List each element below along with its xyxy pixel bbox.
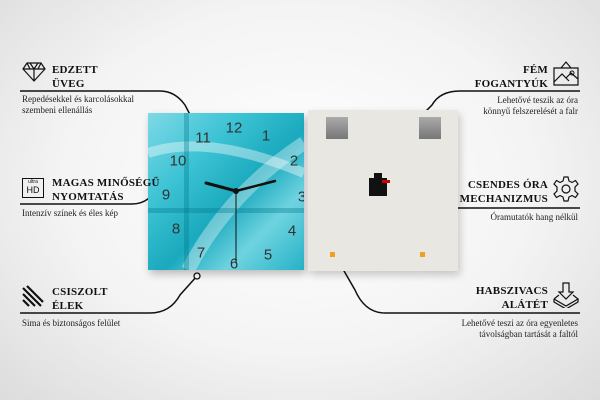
desc-line: távolságban tartását a faltól [479, 329, 578, 339]
desc-line: könnyű felszerelését a falr [483, 106, 578, 116]
clock-hands [204, 179, 277, 263]
feature-desc-edges: Sima és biztonságos felület [22, 318, 120, 329]
desc-line: Sima és biztonságos felület [22, 318, 121, 328]
metal-hanger [326, 117, 348, 139]
clock-mechanism [369, 173, 390, 196]
foam-pad-icon [553, 282, 579, 308]
clock-number: 3 [297, 188, 304, 206]
title-line: MAGAS MINŐSÉGŰ [52, 177, 160, 189]
feather-pattern [148, 113, 304, 270]
feature-title-mechanism: CSENDES ÓRA MECHANIZMUS [460, 178, 548, 206]
picture-hanger-icon [553, 60, 579, 86]
feature-desc-foam: Lehetővé teszi az óra egyenletes távolsá… [462, 318, 578, 340]
title-line: FÉM [522, 64, 548, 76]
title-line: ÉLEK [52, 300, 84, 312]
feature-title-foam: HABSZIVACS ALÁTÉT [476, 284, 548, 312]
feature-desc-tempered-glass: Repedésekkel és karcolásokkal szembeni e… [22, 94, 134, 116]
clock-number: 5 [263, 246, 273, 264]
foam-pad [330, 252, 335, 257]
clock-number: 12 [225, 119, 243, 137]
clock-number: 8 [171, 220, 181, 238]
clock-number: 11 [195, 129, 211, 147]
title-line: EDZETT [52, 64, 98, 76]
feature-title-print: MAGAS MINŐSÉGŰ NYOMTATÁS [52, 176, 160, 204]
feature-title-hangers: FÉM FOGANTYÚK [475, 63, 548, 91]
foam-pad [420, 252, 425, 257]
desc-line: Lehetővé teszik az óra [497, 95, 578, 105]
title-line: CSISZOLT [52, 286, 108, 298]
clock-number: 6 [229, 255, 239, 271]
desc-line: Intenzív színek és éles kép [22, 208, 118, 218]
desc-line: szembeni ellenállás [22, 105, 93, 115]
clock-number: 9 [161, 186, 171, 204]
clock-number: 10 [169, 152, 187, 170]
clock-front: 12 1 2 3 4 5 6 7 8 9 10 11 [148, 113, 304, 270]
icon-text: ultra [28, 179, 38, 185]
feature-desc-mechanism: Óramutatók hang nélkül [491, 212, 578, 223]
title-line: CSENDES ÓRA [467, 179, 548, 191]
title-line: MECHANIZMUS [459, 193, 548, 205]
desc-line: Óramutatók hang nélkül [490, 212, 578, 222]
clock-back [308, 110, 458, 271]
feature-title-edges: CSISZOLT ÉLEK [52, 285, 108, 313]
diamond-icon [22, 62, 46, 82]
ultra-hd-icon: ultra HD [22, 178, 44, 198]
clock-number: 1 [261, 127, 271, 145]
clock-number: 7 [196, 244, 206, 262]
feature-title-tempered-glass: EDZETT ÜVEG [52, 63, 98, 91]
clock-number: 2 [289, 152, 299, 170]
title-line: HABSZIVACS [475, 285, 548, 297]
clock-number: 4 [287, 222, 297, 240]
feature-desc-hangers: Lehetővé teszik az óra könnyű felszerelé… [483, 95, 578, 117]
desc-line: Lehetővé teszi az óra egyenletes [461, 318, 578, 328]
metal-hanger [419, 117, 441, 139]
title-line: NYOMTATÁS [52, 191, 124, 203]
desc-line: Repedésekkel és karcolásokkal [22, 94, 134, 104]
feature-desc-print: Intenzív színek és éles kép [22, 208, 118, 219]
title-line: ÜVEG [52, 78, 85, 90]
title-line: FOGANTYÚK [474, 78, 548, 90]
gear-icon [553, 176, 579, 202]
title-line: ALÁTÉT [501, 299, 548, 311]
icon-text: HD [26, 185, 40, 195]
polished-edges-icon [22, 285, 44, 307]
